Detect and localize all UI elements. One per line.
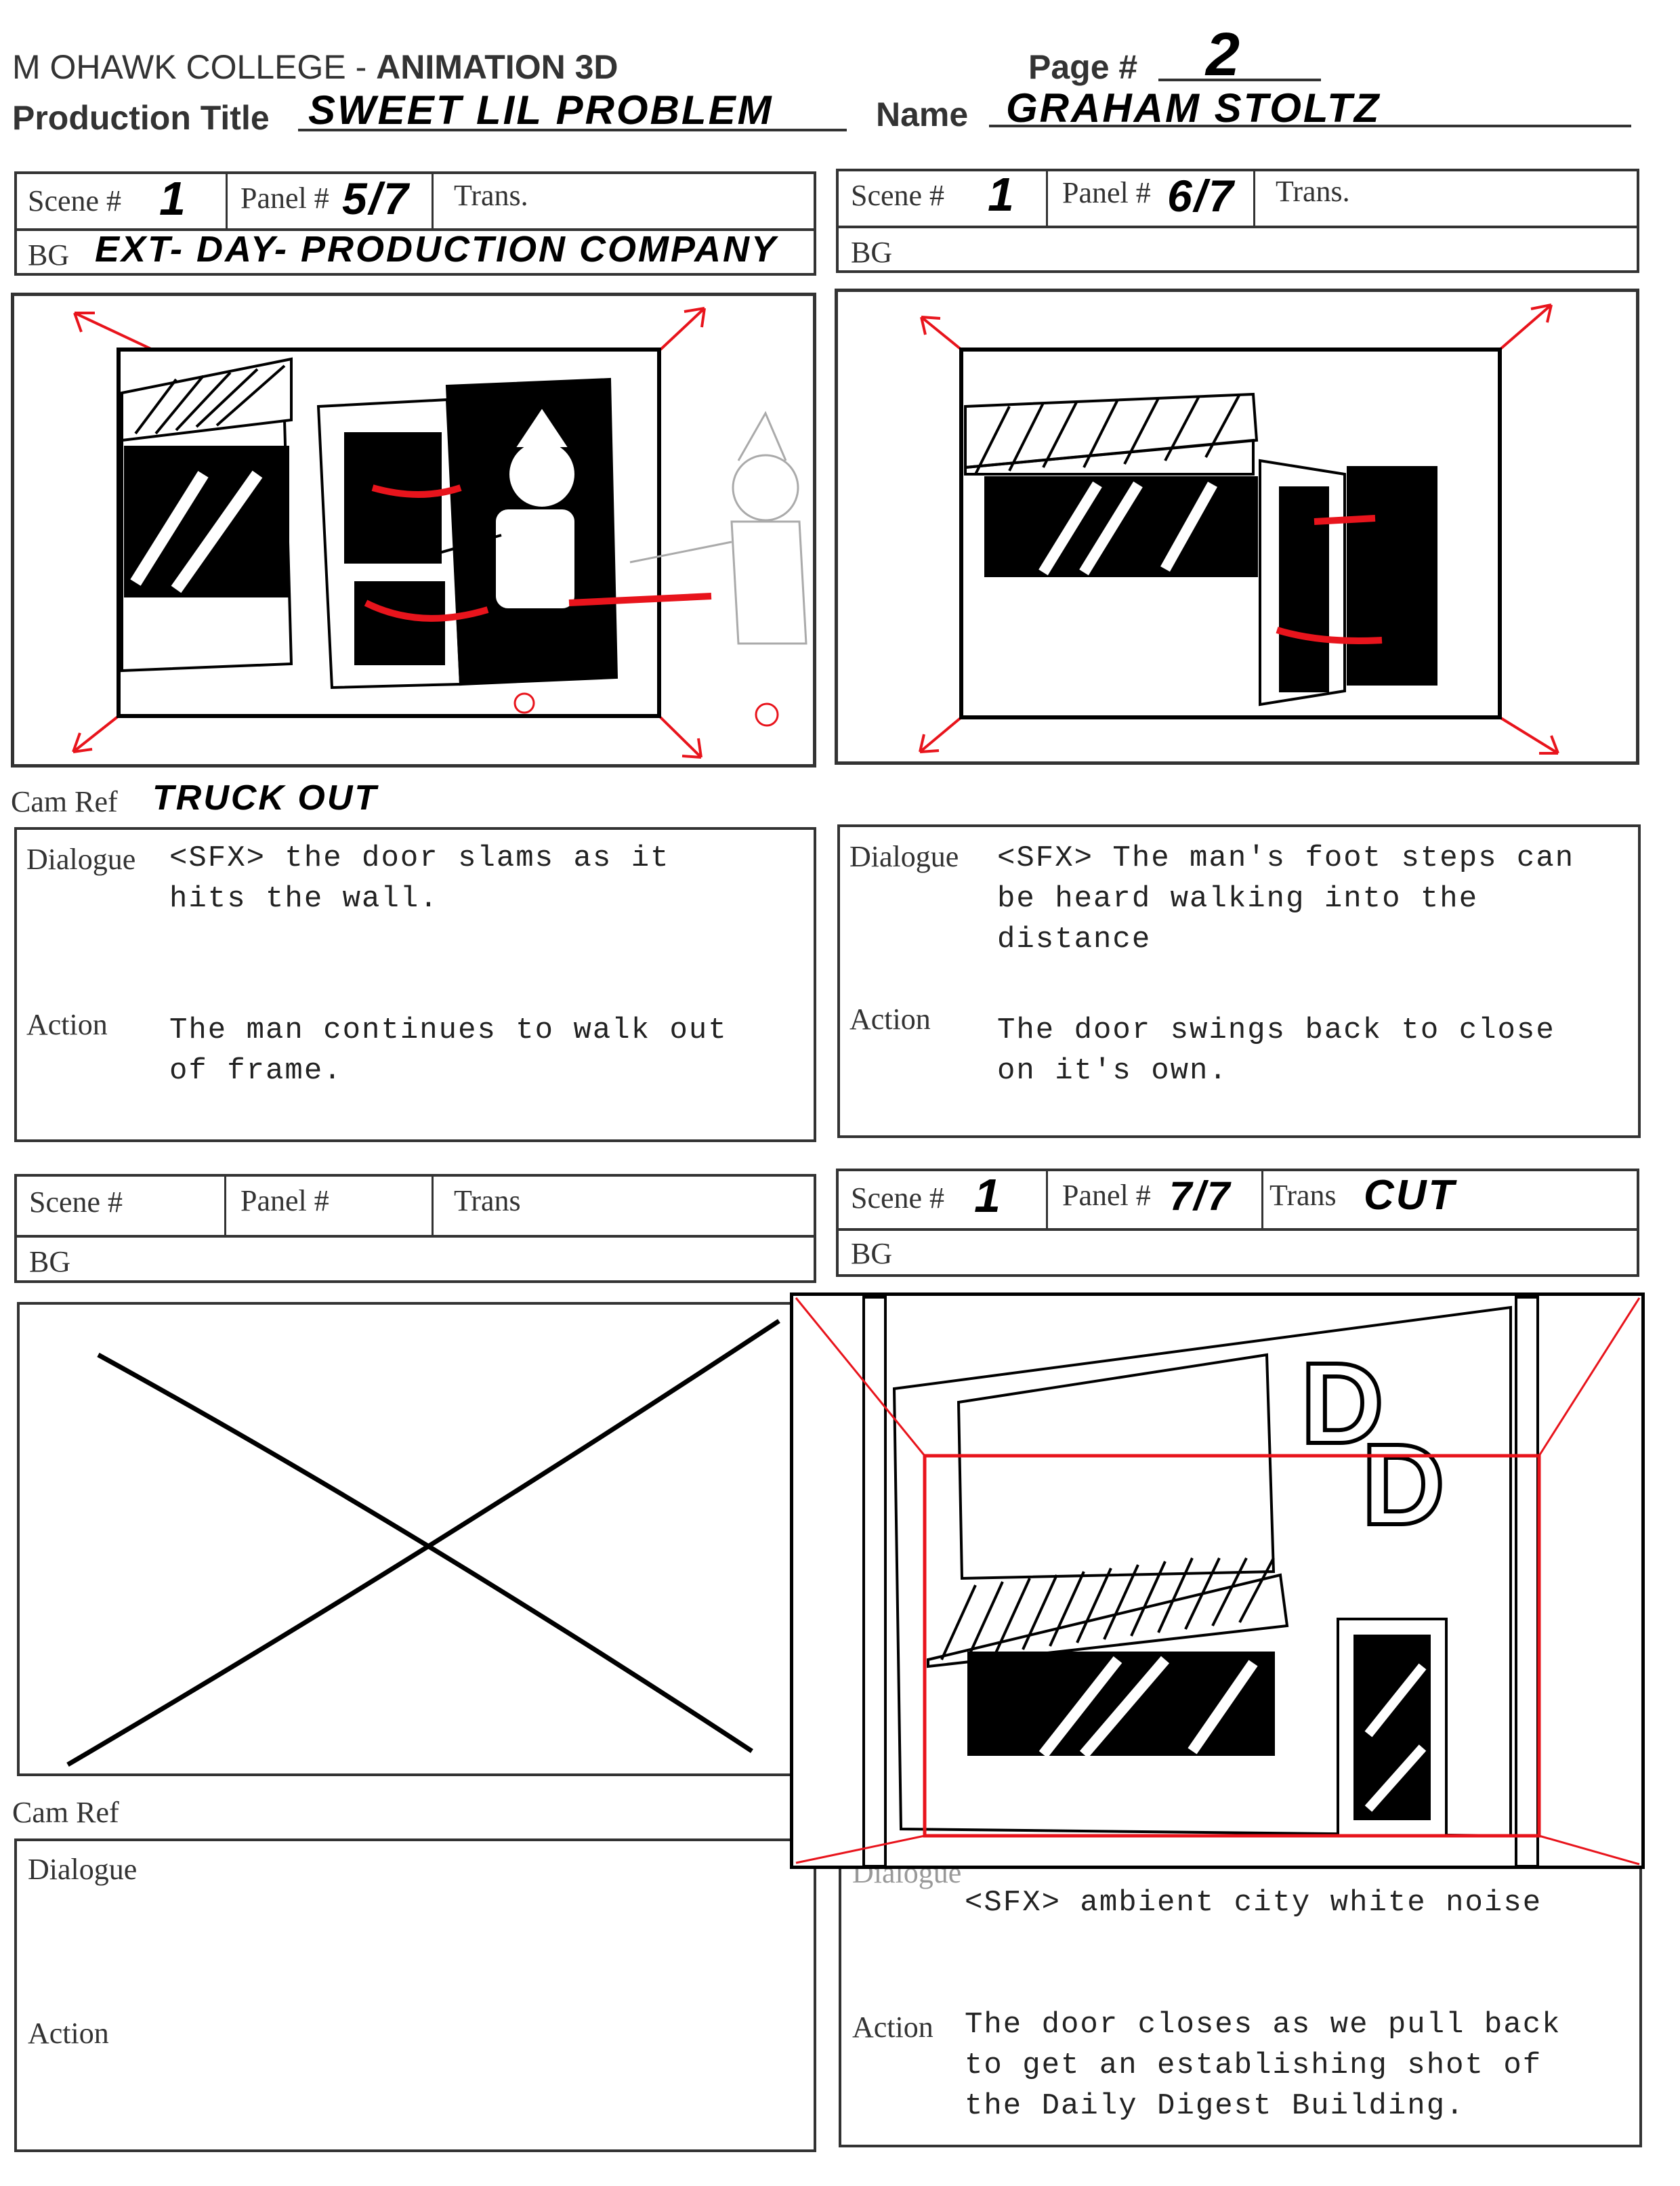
panel-1-notes: Dialogue <SFX> the door slams as it hits… bbox=[14, 827, 816, 1142]
panel-4-info: Scene # 1 Panel # 7/7 Trans CUT BG bbox=[836, 1169, 1639, 1277]
college-title: M OHAWK COLLEGE - ANIMATION 3D bbox=[12, 47, 618, 87]
trans-label: Trans bbox=[454, 1184, 521, 1217]
action-label: Action bbox=[26, 1008, 108, 1041]
motion-arrows-icon bbox=[364, 484, 712, 622]
program-name: ANIMATION 3D bbox=[376, 48, 618, 86]
camera-arrows-icon bbox=[795, 1297, 1641, 1866]
dialogue-text[interactable]: <SFX> The man's foot steps can be heard … bbox=[997, 841, 1575, 957]
panel-3-notes: Dialogue Action bbox=[14, 1838, 816, 2152]
action-label: Action bbox=[849, 1003, 931, 1036]
panel-1-info: Scene # 1 Panel # 5/7 Trans. BG EXT- DAY… bbox=[14, 171, 816, 276]
trans-label: Trans. bbox=[454, 179, 528, 212]
dialogue-label: Dialogue bbox=[849, 840, 959, 873]
bg-label: BG bbox=[851, 236, 893, 269]
camera-arrows-icon bbox=[72, 307, 706, 759]
panel-label: Panel # bbox=[240, 1184, 329, 1217]
building-scene: D D bbox=[862, 1296, 1539, 1868]
motion-arrows-icon bbox=[1276, 515, 1383, 644]
trans-value[interactable]: CUT bbox=[1364, 1172, 1456, 1219]
production-title-label: Production Title bbox=[12, 99, 270, 137]
panel-value[interactable]: 6/7 bbox=[1167, 171, 1236, 221]
dialogue-text[interactable]: <SFX> the door slams as it hits the wall… bbox=[169, 841, 670, 916]
scene-label: Scene # bbox=[28, 184, 122, 217]
action-text[interactable]: The door closes as we pull back to get a… bbox=[965, 2008, 1561, 2123]
panel-2-info: Scene # 1 Panel # 6/7 Trans. BG bbox=[836, 168, 1639, 273]
ghost-character bbox=[629, 411, 807, 645]
page-number[interactable]: 2 bbox=[1206, 21, 1242, 89]
sign-letter-d: D bbox=[1362, 1421, 1445, 1549]
panel-2-notes: Dialogue <SFX> The man's foot steps can … bbox=[837, 824, 1641, 1138]
title-underline bbox=[298, 129, 847, 131]
panel-label: Panel # bbox=[240, 182, 329, 215]
scene-label: Scene # bbox=[851, 1181, 945, 1215]
scene-value[interactable]: 1 bbox=[974, 1169, 1003, 1222]
dialogue-label: Dialogue bbox=[28, 1853, 138, 1886]
marker-a-icon bbox=[513, 692, 535, 714]
action-label: Action bbox=[28, 2017, 109, 2050]
camera-arrows-icon bbox=[919, 303, 1559, 755]
college-name: M OHAWK COLLEGE - bbox=[12, 48, 377, 86]
bg-label: BG bbox=[851, 1237, 893, 1270]
marker-b-icon bbox=[755, 702, 779, 727]
cam-ref-value[interactable]: TRUCK OUT bbox=[152, 778, 379, 818]
action-text[interactable]: The man continues to walk out of frame. bbox=[169, 1013, 728, 1088]
panel-3-info: Scene # Panel # Trans BG bbox=[14, 1174, 816, 1283]
scene-value[interactable]: 1 bbox=[159, 172, 188, 225]
bg-label: BG bbox=[28, 238, 70, 272]
sign-letter-d: D bbox=[1301, 1339, 1384, 1468]
trans-label: Trans bbox=[1269, 1179, 1337, 1212]
name-value[interactable]: GRAHAM STOLTZ bbox=[1006, 85, 1381, 131]
cam-ref-label: Cam Ref bbox=[11, 785, 118, 818]
scene-label: Scene # bbox=[851, 179, 945, 212]
name-label: Name bbox=[876, 96, 969, 133]
panel-label: Panel # bbox=[1062, 176, 1151, 209]
dialogue-label: Dialogue bbox=[26, 843, 136, 876]
camera-end-frame bbox=[923, 1454, 1541, 1838]
page-underline bbox=[1158, 79, 1321, 81]
panel-label: Panel # bbox=[1062, 1179, 1151, 1212]
action-text[interactable]: The door swings back to close on it's ow… bbox=[997, 1013, 1555, 1088]
bg-value[interactable]: EXT- DAY- PRODUCTION COMPANY bbox=[95, 229, 778, 270]
character-sketch bbox=[406, 404, 611, 678]
cam-ref-label: Cam Ref bbox=[12, 1796, 119, 1829]
panel-value[interactable]: 5/7 bbox=[342, 173, 411, 224]
bg-label: BG bbox=[29, 1245, 71, 1278]
trans-label: Trans. bbox=[1276, 175, 1350, 208]
scene-value[interactable]: 1 bbox=[988, 168, 1016, 221]
panel-1-frame bbox=[11, 293, 816, 768]
name-underline bbox=[989, 125, 1631, 127]
panel-4-notes: Dialogue <SFX> ambient city white noise … bbox=[839, 1853, 1642, 2147]
storefront-scene bbox=[964, 392, 1437, 707]
production-title-value[interactable]: SWEET LIL PROBLEM bbox=[308, 87, 774, 133]
dialogue-text[interactable]: <SFX> ambient city white noise bbox=[965, 1886, 1542, 1920]
panel-2-frame bbox=[835, 289, 1639, 765]
action-label: Action bbox=[852, 2011, 933, 2044]
scene-label: Scene # bbox=[29, 1185, 123, 1219]
page-label: Page # bbox=[1028, 48, 1138, 86]
panel-value[interactable]: 7/7 bbox=[1169, 1173, 1232, 1219]
